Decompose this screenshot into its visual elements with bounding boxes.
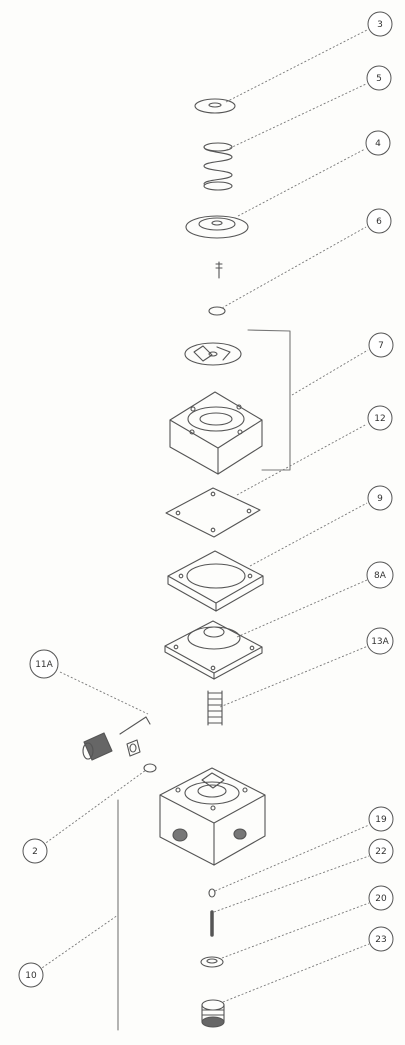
part-small-ball: [208, 888, 216, 898]
callout-20: 20: [368, 885, 394, 911]
leader-9: [249, 502, 368, 567]
callout-3: 3: [367, 11, 393, 37]
callout-4: 4: [365, 130, 391, 156]
leader-12: [236, 423, 368, 496]
callout-label: 3: [377, 20, 383, 30]
callout-label: 13A: [371, 637, 389, 647]
leader-3: [225, 29, 368, 103]
leader-4: [237, 148, 366, 217]
leader-7: [291, 349, 369, 396]
callout-10: 10: [18, 962, 44, 988]
leader-11a: [59, 671, 149, 715]
leader-23: [222, 943, 370, 1003]
part-seal-ring: [200, 956, 224, 968]
part-frame-plate: [167, 550, 264, 612]
callout-label: 4: [375, 139, 381, 149]
callout-label: 5: [376, 74, 382, 84]
callout-7: 7: [368, 332, 394, 358]
part-diaphragm-plate: [185, 215, 249, 239]
callout-6: 6: [366, 208, 392, 234]
leader-2: [42, 769, 147, 846]
group-bracket-7: [247, 329, 291, 471]
part-upper-housing: [169, 391, 263, 475]
part-fitting: [82, 716, 151, 761]
part-diaphragm-assembly: [164, 620, 263, 680]
callout-label: 6: [376, 217, 382, 227]
leader-6: [221, 226, 367, 309]
part-small-spring: [207, 690, 223, 726]
callout-13a: 13A: [366, 627, 394, 655]
leader-8a: [236, 579, 368, 638]
leader-22: [213, 855, 370, 913]
callout-9: 9: [367, 485, 393, 511]
part-plug: [201, 999, 225, 1028]
leader-13a: [219, 645, 369, 708]
callout-label: 10: [25, 971, 37, 981]
callout-label: 23: [375, 935, 386, 945]
part-o-ring: [143, 763, 157, 773]
callout-label: 19: [375, 815, 387, 825]
callout-2: 2: [22, 838, 48, 864]
part-gasket: [165, 487, 261, 538]
callout-5: 5: [366, 65, 392, 91]
callouts: 3 5 4 6 7 12 9 8A: [18, 11, 394, 988]
leader-lines: [38, 29, 370, 1003]
callout-label: 2: [32, 847, 38, 857]
leader-20: [221, 902, 370, 959]
callout-label: 12: [374, 414, 385, 424]
callout-11a: 11A: [29, 649, 59, 679]
callout-label: 20: [375, 894, 387, 904]
part-valve-disc: [184, 342, 242, 366]
leader-10: [38, 914, 119, 971]
callout-label: 22: [375, 847, 386, 857]
callout-label: 9: [377, 494, 383, 504]
leader-5: [225, 83, 367, 151]
callout-12: 12: [367, 405, 393, 431]
callout-22: 22: [368, 838, 394, 864]
callout-8a: 8A: [366, 561, 394, 589]
part-spring: [203, 142, 233, 191]
part-lower-body: [159, 767, 266, 866]
part-washer: [194, 98, 236, 114]
callout-19: 19: [368, 806, 394, 832]
part-pin-and-ball: [208, 261, 226, 316]
callout-label: 7: [378, 341, 384, 351]
callout-label: 8A: [374, 571, 387, 581]
callout-23: 23: [368, 926, 394, 952]
callout-label: 11A: [35, 660, 53, 670]
